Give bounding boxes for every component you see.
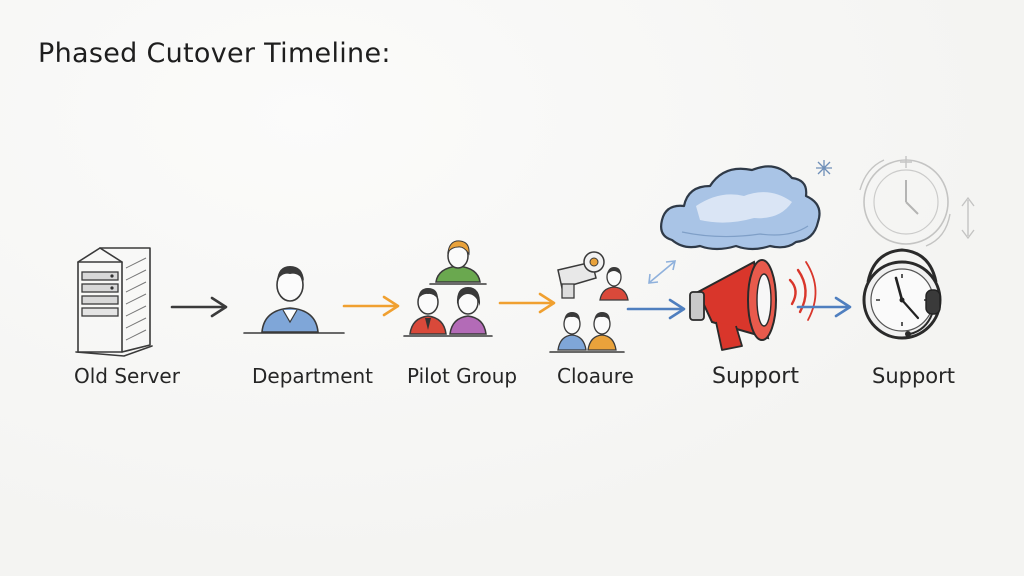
- stage-label-support-2: Support: [872, 364, 956, 388]
- clock-headset-icon: [862, 248, 942, 340]
- server-icon: [75, 247, 153, 357]
- sync-arrow-icon: [648, 260, 677, 284]
- sparkle-icon: [816, 160, 832, 176]
- arrow-pilot-to-cloaure: [498, 292, 556, 314]
- stage-label-support-1: Support: [712, 364, 799, 389]
- clock-cycle-icon: [859, 156, 975, 247]
- stage-label-cloaure: Cloaure: [557, 364, 634, 388]
- cloud-icon: [660, 165, 821, 251]
- stage-label-old-server: Old Server: [74, 364, 180, 388]
- arrow-megaphone-to-clock: [796, 296, 852, 318]
- arrow-cloaure-to-megaphone: [626, 298, 686, 320]
- arrow-server-to-department: [170, 296, 228, 318]
- pilot-group-icon: [403, 240, 493, 337]
- stage-label-pilot-group: Pilot Group: [407, 364, 518, 388]
- arrow-department-to-pilot: [342, 295, 400, 317]
- megaphone-icon: [689, 259, 817, 351]
- person-icon: [243, 266, 345, 334]
- stage-label-department: Department: [252, 364, 374, 388]
- diagram-title: Phased Cutover Timeline:: [38, 38, 391, 69]
- camera-team-icon: [549, 251, 629, 353]
